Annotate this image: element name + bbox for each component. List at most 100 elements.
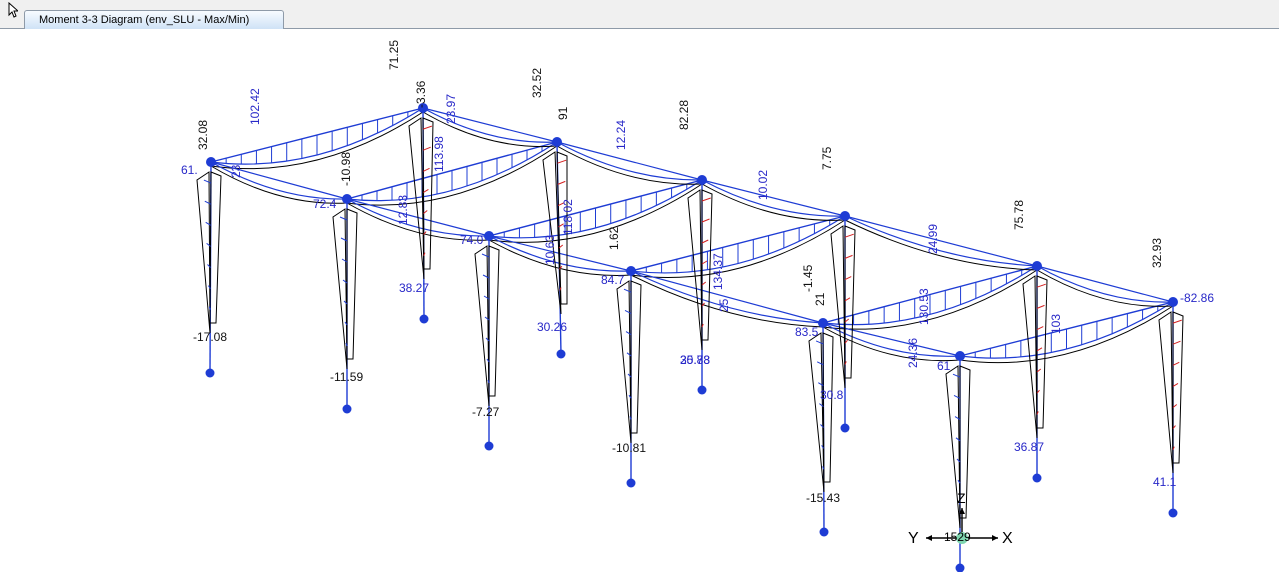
back-column-1-hatch <box>557 202 565 207</box>
back-long-axis-0 <box>422 107 558 143</box>
frame-beam-2-curve <box>488 179 703 239</box>
front-long-beam-3-envelope <box>630 274 824 328</box>
back-column-5-hatch <box>1172 382 1179 387</box>
front-column-0-hatch <box>205 221 211 226</box>
front-column-0-hatch <box>204 200 212 205</box>
frame-beam-axis-5 <box>959 301 1174 357</box>
front-column-2-base-node <box>484 441 494 451</box>
frame-beam-axis-4 <box>822 265 1038 324</box>
back-long-beam-4-envelope <box>1036 269 1174 307</box>
z-arrow-icon <box>959 508 965 514</box>
tab-bar: Moment 3-3 Diagram (env_SLU - Max/Min) <box>0 0 1279 29</box>
front-column-3-hatch <box>629 416 632 420</box>
front-column-5-base-node <box>955 563 965 572</box>
back-column-3-envelope <box>830 225 846 389</box>
back-column-3-base-node <box>840 423 850 433</box>
back-long-beam-0-curve <box>422 107 558 143</box>
joint-node <box>1032 261 1042 271</box>
moment-label-blue: 12.83 <box>396 195 410 225</box>
front-column-0-hatch <box>208 306 211 310</box>
moment-label-black: 91 <box>556 106 570 120</box>
front-column-3-hatch <box>625 331 632 336</box>
moment-label-blue: -82.86 <box>1180 291 1214 305</box>
front-column-0-base-node <box>205 368 215 378</box>
moment-label-black: 32.93 <box>1150 238 1164 268</box>
front-long-beam-1-envelope <box>346 202 490 241</box>
back-column-3-hatch <box>844 361 847 365</box>
back-column-0-envelope-2 <box>422 117 434 270</box>
back-column-3-hatch <box>844 233 854 238</box>
front-column-4-hatch <box>822 466 825 470</box>
front-long-axis-0 <box>210 161 348 200</box>
moment-label-blue: 30.8 <box>820 388 844 402</box>
moment-label-blue: 25 <box>717 298 731 312</box>
front-column-4-envelope <box>808 332 825 493</box>
back-column-0-hatch <box>423 210 428 214</box>
back-long-beam-0-envelope <box>422 111 558 148</box>
x-axis-label: X <box>1002 530 1013 547</box>
front-long-axis-4 <box>822 322 961 357</box>
back-column-4-hatch <box>1036 304 1045 309</box>
moment-label-blue: 84.7 <box>601 273 625 287</box>
front-column-2-hatch <box>483 295 490 300</box>
back-column-1-hatch <box>558 244 564 249</box>
tab-moment-diagram[interactable]: Moment 3-3 Diagram (env_SLU - Max/Min) <box>24 10 284 29</box>
moment-label-blue: 10.63 <box>543 235 557 265</box>
back-column-2-hatch <box>701 218 710 223</box>
back-column-1-hatch <box>559 265 563 270</box>
moment-label-black: 71.25 <box>387 40 401 70</box>
front-column-1-hatch <box>341 258 348 263</box>
front-column-2-hatch <box>485 337 490 342</box>
moment-label-blue: 24.99 <box>926 224 940 254</box>
front-column-1-hatch <box>344 321 348 326</box>
front-column-1-hatch <box>343 300 348 305</box>
moment-label-blue: 41.1 <box>1153 475 1177 489</box>
moment-label-blue: 72.4 <box>313 197 337 211</box>
front-column-0-hatch <box>207 285 211 289</box>
back-column-4-hatch <box>1036 326 1044 331</box>
moment-label-blue: 23 <box>229 164 243 178</box>
back-column-3-hatch <box>844 276 852 281</box>
moment-label-black: 32.52 <box>530 68 544 98</box>
front-column-2-envelope-2 <box>488 245 500 397</box>
moment-label-black: -17.08 <box>193 330 227 344</box>
back-long-beam-3-curve <box>844 215 1038 267</box>
front-column-0-hatch <box>207 264 211 268</box>
joint-node <box>626 266 636 276</box>
back-column-2-envelope-2 <box>701 189 713 341</box>
back-column-2-hatch <box>701 197 711 202</box>
front-column-5-hatch <box>954 416 961 421</box>
back-column-3-envelope-2 <box>844 225 856 379</box>
back-column-4-hatch <box>1036 411 1039 415</box>
back-column-1-base-node <box>556 349 566 359</box>
frame-beam-0-envelope <box>210 111 424 170</box>
back-column-5-envelope-2 <box>1172 311 1184 464</box>
back-long-beam-2-curve <box>701 179 846 217</box>
back-long-beam-1-envelope <box>556 145 703 185</box>
back-column-1-envelope-2 <box>556 151 568 305</box>
frame-beam-5-curve <box>959 301 1174 359</box>
moment-label-blue: 61 <box>937 359 951 373</box>
back-column-5-base-node <box>1168 508 1178 518</box>
front-column-1-hatch <box>342 279 348 284</box>
front-long-beam-0-envelope <box>210 165 348 204</box>
z-axis-label: Z <box>957 490 966 506</box>
back-long-beam-1-curve <box>556 141 703 181</box>
frame-beam-4-curve <box>822 265 1038 326</box>
frame-beam-axis-3 <box>630 215 846 272</box>
back-column-5-hatch <box>1172 446 1175 450</box>
front-column-4-hatch <box>820 424 824 428</box>
back-column-5-envelope <box>1158 311 1174 474</box>
back-column-0-hatch <box>423 231 427 235</box>
back-column-5-hatch <box>1172 319 1182 324</box>
moment-label-black: -15.43 <box>806 491 840 505</box>
joint-node <box>418 103 428 113</box>
back-column-5-hatch <box>1172 340 1181 345</box>
back-column-4-hatch <box>1036 368 1042 373</box>
joint-node <box>840 211 850 221</box>
frame-beam-axis-1 <box>346 141 558 200</box>
back-column-0-hatch <box>423 146 431 151</box>
front-column-5-hatch <box>952 373 961 378</box>
back-column-4-hatch <box>1036 347 1043 352</box>
moment-label-blue: 38.27 <box>399 281 429 295</box>
